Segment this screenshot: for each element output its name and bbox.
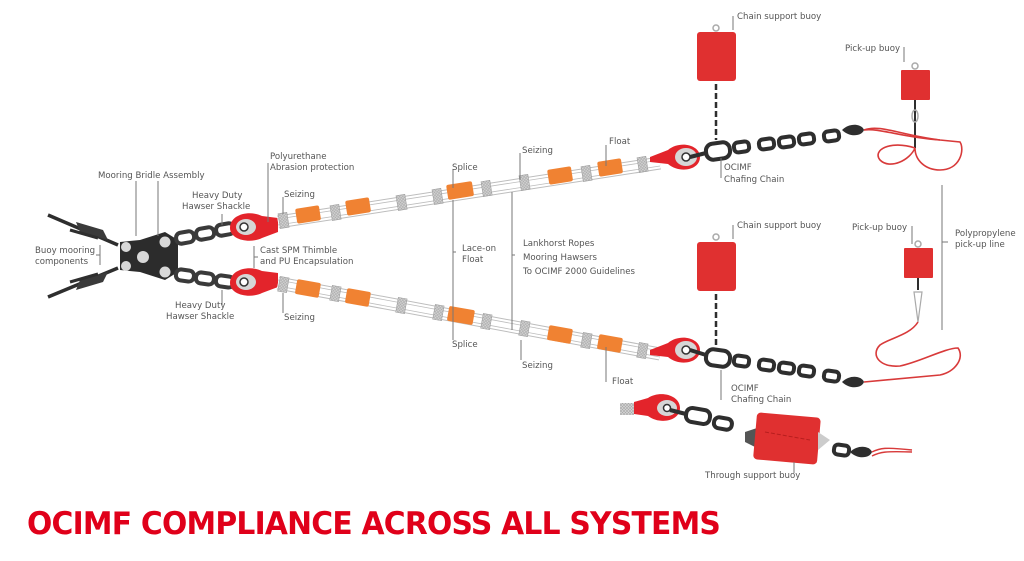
pickup-line-bottom <box>863 321 962 383</box>
label-polyurethane-2: Abrasion protection <box>270 163 354 173</box>
label-chain-support-buoy-top: Chain support buoy <box>737 12 821 22</box>
label-chafing-chain-top-1: OCIMF <box>724 163 752 173</box>
chafing-chain-lower <box>669 405 852 458</box>
pickup-line-lower <box>871 447 913 457</box>
label-seizing-bottom-left: Seizing <box>284 313 315 323</box>
floats-bottom <box>295 279 623 353</box>
label-pickup-buoy-top: Pick-up buoy <box>845 44 900 54</box>
chain-end-fitting-top <box>842 124 864 136</box>
pickup-buoy-top <box>901 62 930 148</box>
bridle-chain-top <box>174 221 237 246</box>
chain-end-fitting-lower <box>850 446 872 458</box>
label-cast-spm-2: and PU Encapsulation <box>260 257 353 267</box>
label-float-top: Float <box>609 137 631 147</box>
chafing-chain-bottom <box>689 347 842 384</box>
label-chafing-chain-bottom-2: Chafing Chain <box>731 395 791 405</box>
label-lankhorst-1: Lankhorst Ropes <box>523 239 595 249</box>
chain-end-fitting-bottom <box>842 376 864 388</box>
label-buoy-mooring-1: Buoy mooring <box>35 246 95 256</box>
buoy-mooring-arm-bottom <box>47 266 119 299</box>
through-support-buoy <box>745 412 830 465</box>
label-polyurethane-1: Polyurethane <box>270 152 327 162</box>
label-lace-on-float-1: Lace-on <box>462 244 496 254</box>
seizings-bottom <box>277 276 649 360</box>
ocimf-mooring-diagram: Mooring Bridle Assembly Buoy mooring com… <box>35 12 1016 481</box>
floats-top <box>295 158 623 224</box>
label-shackle-top-2: Hawser Shackle <box>182 202 250 212</box>
diagram-labels: Mooring Bridle Assembly Buoy mooring com… <box>35 12 1016 481</box>
label-shackle-bottom-1: Heavy Duty <box>175 301 225 311</box>
label-chain-support-buoy-bottom: Chain support buoy <box>737 221 821 231</box>
leader-lines <box>96 16 948 473</box>
spm-thimble-top-left <box>230 213 278 241</box>
label-shackle-bottom-2: Hawser Shackle <box>166 312 234 322</box>
label-splice-top: Splice <box>452 163 478 173</box>
chain-support-buoy-top <box>697 24 736 140</box>
chain-support-buoy-bottom <box>697 233 736 350</box>
spm-thimble-top-right <box>650 144 700 170</box>
spm-thimble-bottom-right <box>650 337 700 363</box>
chafing-chain-top <box>689 128 842 162</box>
bridle-chain-bottom <box>173 267 236 290</box>
label-chafing-chain-bottom-1: OCIMF <box>731 384 759 394</box>
page-title: OCIMF COMPLIANCE ACROSS ALL SYSTEMS <box>27 506 721 542</box>
label-mooring-bridle: Mooring Bridle Assembly <box>98 171 205 181</box>
seizings-top <box>277 156 649 229</box>
label-through-support-buoy: Through support buoy <box>704 471 800 481</box>
label-float-bottom: Float <box>612 377 634 387</box>
label-seizing-top-left: Seizing <box>284 190 315 200</box>
label-buoy-mooring-2: components <box>35 257 89 267</box>
label-seizing-top-mid: Seizing <box>522 146 553 156</box>
label-cast-spm-1: Cast SPM Thimble <box>260 246 337 256</box>
mooring-bridle-assembly <box>47 213 178 299</box>
buoy-mooring-arm-top <box>47 213 119 247</box>
pickup-line-top <box>863 127 963 171</box>
label-polypropylene-1: Polypropylene <box>955 229 1016 239</box>
label-pickup-buoy-bottom: Pick-up buoy <box>852 223 907 233</box>
label-shackle-top-1: Heavy Duty <box>192 191 242 201</box>
label-lankhorst-3: To OCIMF 2000 Guidelines <box>522 267 636 277</box>
label-splice-bottom: Splice <box>452 340 478 350</box>
label-lace-on-float-2: Float <box>462 255 484 265</box>
label-polypropylene-2: pick-up line <box>955 240 1005 250</box>
spm-thimble-bottom-left <box>230 268 278 296</box>
label-lankhorst-2: Mooring Hawsers <box>523 253 598 263</box>
spm-thimble-lower <box>620 394 680 421</box>
label-chafing-chain-top-2: Chafing Chain <box>724 175 784 185</box>
label-seizing-bottom-mid: Seizing <box>522 361 553 371</box>
pickup-buoy-bottom <box>904 240 933 323</box>
